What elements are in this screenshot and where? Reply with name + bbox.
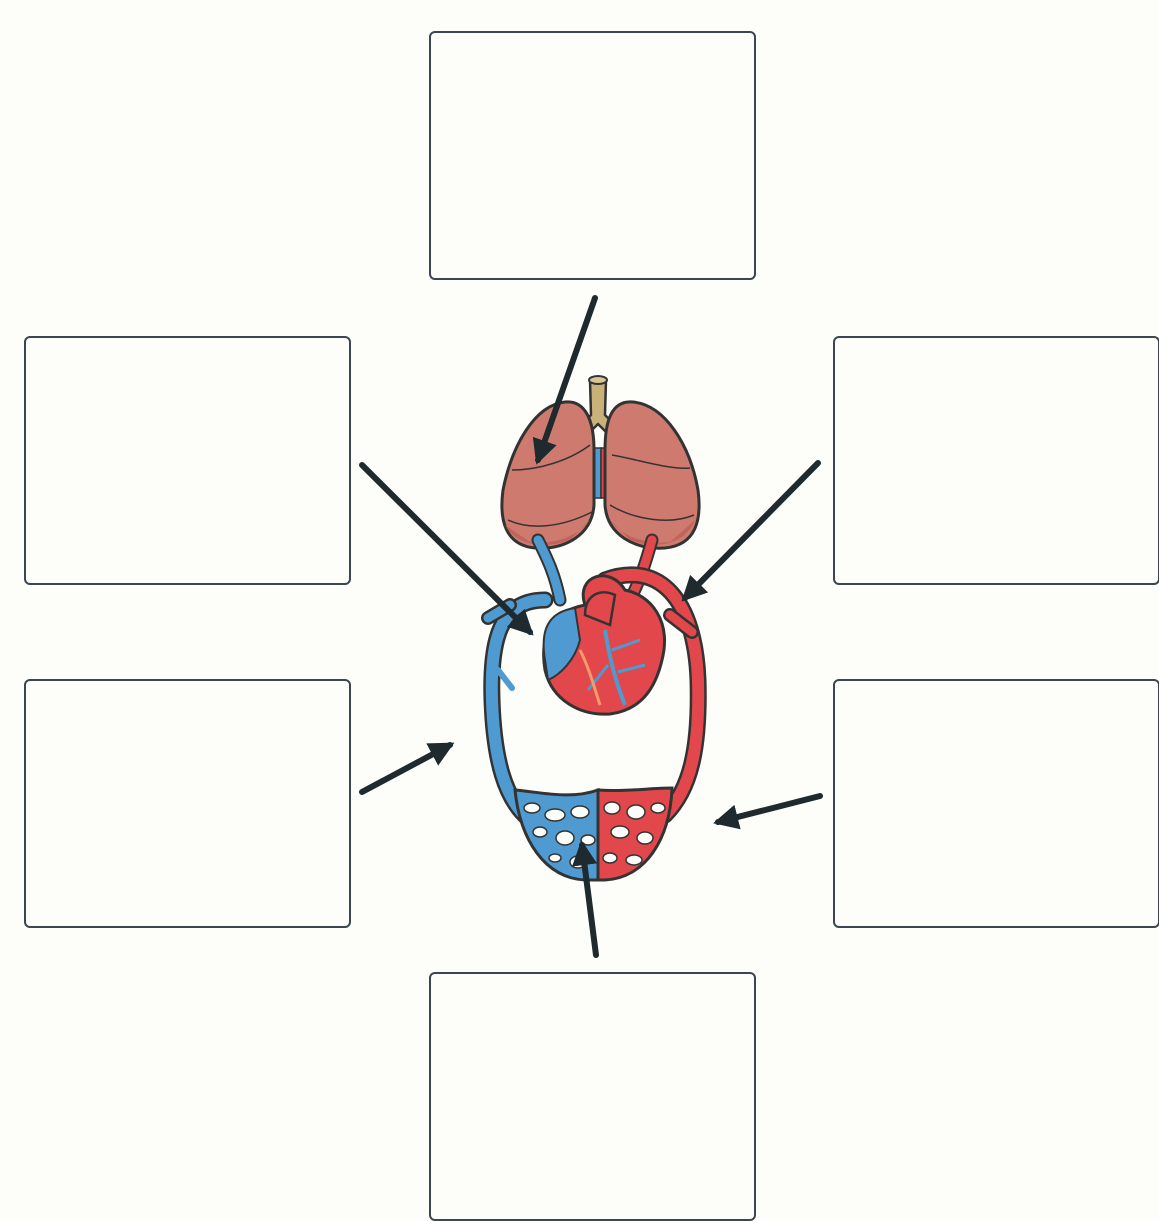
arrow-right-upper bbox=[685, 463, 818, 598]
right-lung bbox=[605, 402, 699, 548]
systemic-vein bbox=[488, 600, 545, 820]
label-box-top[interactable] bbox=[429, 31, 756, 280]
label-box-left-upper[interactable] bbox=[24, 336, 351, 585]
label-box-right-lower[interactable] bbox=[833, 679, 1159, 928]
arrow-right-lower bbox=[718, 796, 820, 822]
arrow-left-lower bbox=[362, 745, 450, 792]
capillary-bed bbox=[515, 788, 672, 880]
label-box-left-lower[interactable] bbox=[24, 679, 351, 928]
label-box-right-upper[interactable] bbox=[833, 336, 1159, 585]
label-box-bottom[interactable] bbox=[429, 972, 756, 1221]
pulmonary-artery bbox=[538, 540, 560, 600]
